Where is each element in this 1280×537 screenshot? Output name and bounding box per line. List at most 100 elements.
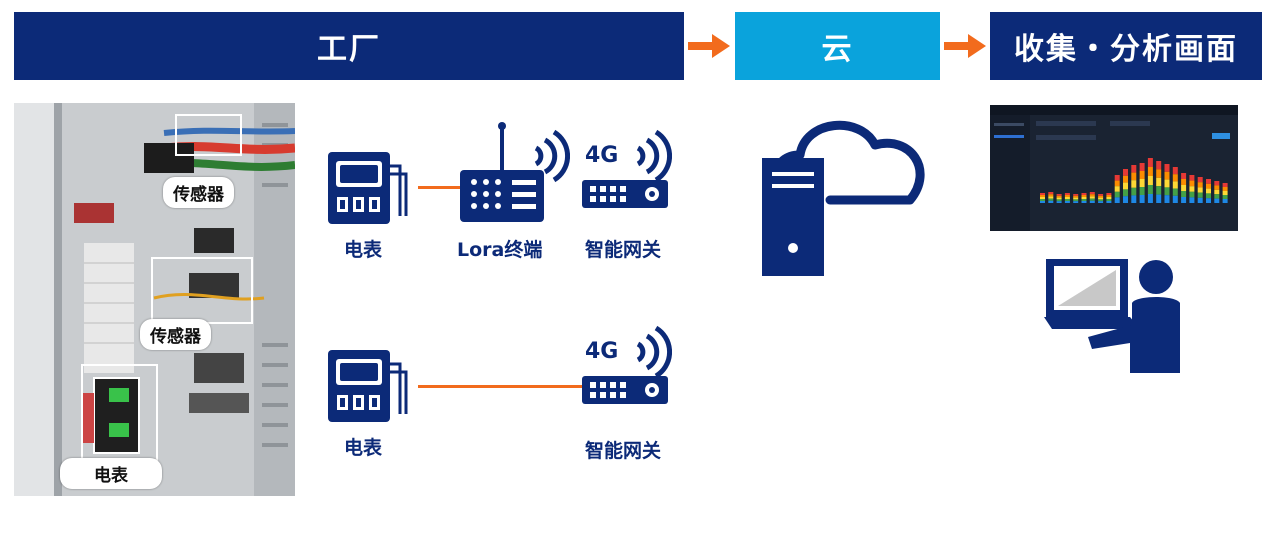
dashboard-bar-segment <box>1189 180 1195 187</box>
dashboard-bar-segment <box>1081 199 1087 201</box>
dashboard-bar-segment <box>1114 186 1120 192</box>
dashboard-bar-segment <box>1139 195 1145 203</box>
dashboard-bar-segment <box>1123 196 1128 203</box>
sensor-tag: 传感器 <box>140 319 211 350</box>
dashboard-bar-segment <box>1064 197 1070 199</box>
dashboard-bar-segment <box>1098 194 1104 196</box>
dashboard-bar-segment <box>1181 197 1187 203</box>
dashboard-bar-segment <box>1139 171 1145 179</box>
dashboard-bar-segment <box>1123 169 1128 176</box>
dashboard-bar-segment <box>1131 165 1137 173</box>
dashboard-bar-segment <box>1048 194 1054 197</box>
dashboard-bar-segment <box>1114 175 1120 181</box>
dashboard-bar-segment <box>1098 197 1104 200</box>
lora-terminal-icon <box>460 122 570 222</box>
factory-header: 工厂 <box>14 12 684 80</box>
dashboard-bar-segment <box>1189 186 1195 192</box>
dashboard-bar-segment <box>1222 191 1228 195</box>
dashboard-bar-segment <box>1056 194 1062 196</box>
dashboard-bar-segment <box>1056 197 1062 200</box>
dashboard-bar-segment <box>1164 164 1170 172</box>
gateway-4g-badge: 4G <box>585 143 619 168</box>
dashboard-bar-segment <box>1040 197 1045 199</box>
dashboard-bar-segment <box>1114 191 1120 198</box>
dashboard-bar-segment <box>1222 195 1228 199</box>
dashboard-bar-segment <box>1189 175 1195 181</box>
dashboard-bar-segment <box>1098 199 1104 202</box>
factory-title: 工厂 <box>317 32 381 67</box>
dashboard-bar-segment <box>1147 194 1153 203</box>
dashboard-bar-segment <box>1181 179 1187 185</box>
dashboard-bar-segment <box>1172 188 1178 196</box>
dashboard-bar-segment <box>1222 187 1228 191</box>
dashboard-bar-segment <box>1214 189 1220 195</box>
dashboard-bar-segment <box>1064 195 1070 197</box>
dashboard-bar-segment <box>1098 195 1104 198</box>
dashboard-bar-segment <box>1164 179 1170 188</box>
dashboard-bar-segment <box>1106 201 1112 203</box>
dashboard-bar-segment <box>1147 158 1153 167</box>
smart-gateway-icon <box>582 325 672 404</box>
dashboard-bar-segment <box>1206 179 1211 184</box>
dashboard-bar-segment <box>1147 167 1153 176</box>
dashboard-bar-segment <box>1147 185 1153 194</box>
dashboard-bar-segment <box>1139 179 1145 187</box>
gateway-4g-badge: 4G <box>585 339 619 364</box>
analysis-header: 收集・分析画面 <box>990 12 1262 80</box>
user-at-computer-icon <box>1044 259 1180 373</box>
dashboard-bar-segment <box>1156 177 1162 187</box>
dashboard-bar-segment <box>1197 182 1203 188</box>
dashboard-bar-segment <box>1172 195 1178 203</box>
meter-tag: 电表 <box>60 458 162 489</box>
dashboard-bar-segment <box>1048 198 1054 201</box>
dashboard-bar-segment <box>1197 177 1203 183</box>
dashboard-bar-segment <box>1123 175 1128 183</box>
dashboard-bar-segment <box>1214 185 1220 190</box>
dashboard-bar-segment <box>1197 187 1203 193</box>
dashboard-bar-segment <box>1197 192 1203 198</box>
cloud-server-icon <box>762 120 925 276</box>
gateway-label: 智能网关 <box>585 440 662 462</box>
dashboard-bar-segment <box>1147 176 1153 185</box>
sensor-tag: 传感器 <box>163 177 234 208</box>
dashboard-bar-segment <box>1040 193 1045 195</box>
dashboard-bar-segment <box>1114 180 1120 187</box>
dashboard-bar-segment <box>1106 195 1112 197</box>
dashboard-bar-segment <box>1098 201 1104 203</box>
dashboard-bar-segment <box>1156 194 1162 203</box>
dashboard-bar-segment <box>1089 198 1095 201</box>
dashboard-bar-segment <box>1156 186 1162 195</box>
dashboard-bar-segment <box>1164 195 1170 203</box>
dashboard-bar-segment <box>1056 195 1062 198</box>
dashboard-bar-segment <box>1106 199 1112 201</box>
dashboard-bar-segment <box>1040 199 1045 201</box>
connection-line <box>418 186 463 189</box>
dashboard-bar-segment <box>1172 174 1178 182</box>
dashboard-bar-segment <box>1123 182 1128 190</box>
dashboard-bar-segment <box>1131 172 1137 181</box>
dashboard-bar-segment <box>1040 201 1045 203</box>
dashboard-bar-segment <box>1131 195 1137 203</box>
dashboard-bar-segment <box>1081 201 1087 203</box>
dashboard-bar-segment <box>1164 187 1170 196</box>
dashboard-bar-segment <box>1189 191 1195 198</box>
cloud-title: 云 <box>821 32 854 67</box>
dashboard-bar-segment <box>1156 161 1162 170</box>
dashboard-bar-segment <box>1064 193 1070 195</box>
dashboard-bar-segment <box>1206 183 1211 189</box>
meter-label: 电表 <box>344 437 383 459</box>
dashboard-bar-segment <box>1064 199 1070 201</box>
dashboard-bar-segment <box>1106 193 1112 195</box>
dashboard-bar-segment <box>1081 195 1087 197</box>
dashboard-bar-segment <box>1181 191 1187 197</box>
arrow-right-icon <box>944 34 986 58</box>
dashboard-bar-segment <box>1123 189 1128 197</box>
dashboard-bar-segment <box>1048 196 1054 199</box>
dashboard-bar-segment <box>1089 196 1095 199</box>
dashboard-bar-segment <box>1089 194 1095 197</box>
dashboard-bar-segment <box>1214 181 1220 186</box>
lora-terminal-label: Lora终端 <box>457 239 543 261</box>
dashboard-bar-segment <box>1106 197 1112 199</box>
dashboard-bar-segment <box>1040 195 1045 197</box>
dashboard-bar-segment <box>1172 181 1178 189</box>
